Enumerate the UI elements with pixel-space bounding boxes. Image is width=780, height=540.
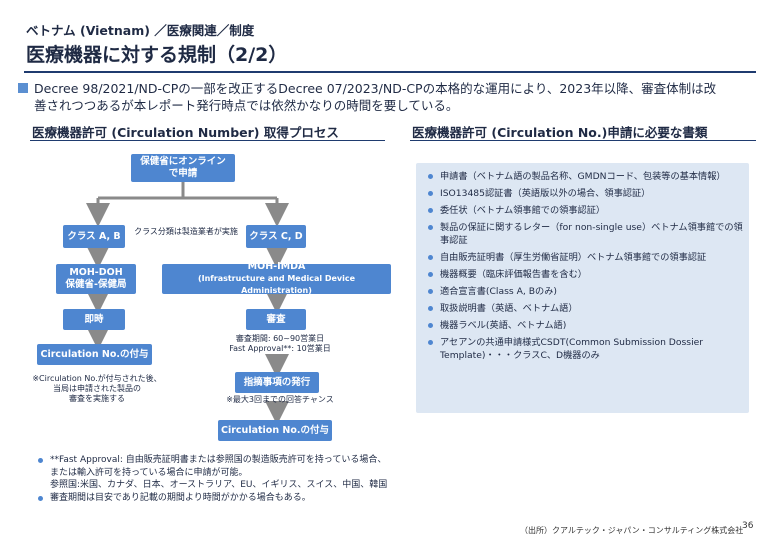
review-label: 審査 [266,313,286,325]
moh-doh-box: MOH-DOH 保健省-保健局 [56,264,136,294]
required-document-text: 機器概要（臨床評価報告書を含む） [440,269,587,280]
required-document-text: 適合宣言書(Class A, Bのみ) [440,286,558,297]
class-ab-label: クラス A, B [67,230,121,242]
intro-line-2: 善されつつあるが本レポート発行時点では依然かなりの時間を要している。 [34,98,459,113]
fast-approval-line-3: 参照国:米国、カナダ、日本、オーストラリア、EU、イギリス、スイス、中国、韓国 [50,480,388,490]
square-bullet-icon [18,83,28,93]
bullet-icon [428,272,433,277]
required-document-item: 機器概要（臨床評価報告書を含む） [426,268,744,281]
required-document-item: 機器ラベル(英語、ベトナム語) [426,319,744,332]
circulation-number-left-box: Circulation No.の付与 [37,344,152,365]
bullet-icon [428,174,433,179]
class-cd-box: クラス C, D [246,225,306,248]
required-document-item: 申請書（ベトナム語の製品名称、GMDNコード、包装等の基本情報） [426,170,744,183]
left-note-line-2: 当局は申請された製品の [53,384,141,393]
intro-line-1: Decree 98/2021/ND-CPの一部を改正するDecree 07/20… [34,81,717,96]
page-number: 36 [742,521,754,531]
bullet-icon [428,225,433,230]
fast-approval-line-2: または輸入許可を持っている場合に申請が可能。 [50,467,248,478]
review-period-disclaimer-text: 審査期間は目安であり記載の期間より時間がかかる場合もある。 [50,492,311,503]
process-heading-rule [30,140,385,141]
footnotes: **Fast Approval: 自由販売証明書または参照国の製造販売許可を持っ… [38,454,428,504]
required-document-item: 委任状（ベトナム領事館での領事認証） [426,204,744,217]
instruction-issue-box: 指摘事項の発行 [235,372,319,393]
circulation-number-right-box: Circulation No.の付与 [218,420,332,441]
bullet-icon [38,458,43,463]
review-period-note: 審査期間: 60~90営業日 Fast Approval**: 10営業日 [205,334,355,354]
online-application-line-1: 保健省にオンライン [140,156,226,167]
required-document-text: 自由販売証明書（厚生労働省証明）ベトナム領事館での領事認証 [440,252,707,263]
review-box: 審査 [246,309,306,330]
title-divider [24,71,756,73]
immediate-label: 即時 [84,313,104,325]
fast-approval-line-1: **Fast Approval: 自由販売証明書または参照国の製造販売許可を持っ… [50,455,387,465]
required-document-item: アセアンの共通申請様式CSDT(Common Submission Dossie… [426,336,744,362]
moh-imda-box: MOH-IMDA (Infrastructure and Medical Dev… [162,261,391,295]
required-document-item: 自由販売証明書（厚生労働省証明）ベトナム領事館での領事認証 [426,251,744,264]
bullet-icon [428,340,433,345]
instruction-note: ※最大3回までの回答チャンス [226,395,334,404]
required-document-text: 取扱説明書（英語、ベトナム語） [440,303,578,314]
online-application-line-2: で申請 [168,168,198,179]
page-title: 医療機器に対する規制（2/2） [26,44,288,66]
circulation-number-left-label: Circulation No.の付与 [40,348,149,360]
process-heading: 医療機器許可 (Circulation Number) 取得プロセス [32,125,339,140]
left-note-line-1: ※Circulation No.が付与された後、 [32,374,162,383]
required-document-text: アセアンの共通申請様式CSDT(Common Submission Dossie… [440,337,704,361]
documents-heading-rule [410,140,756,141]
review-period-disclaimer: 審査期間は目安であり記載の期間より時間がかかる場合もある。 [38,492,428,505]
bullet-icon [428,255,433,260]
required-document-item: ISO13485認証書（英語版以外の場合、領事認証） [426,187,744,200]
review-period-line-1: 審査期間: 60~90営業日 [235,334,325,343]
fast-approval-note: **Fast Approval: 自由販売証明書または参照国の製造販売許可を持っ… [38,454,428,467]
required-document-text: 機器ラベル(英語、ベトナム語) [440,320,567,331]
immediate-box: 即時 [63,309,125,330]
left-note-line-3: 審査を実施する [69,394,125,403]
required-document-text: ISO13485認証書（英語版以外の場合、領事認証） [440,188,651,199]
class-cd-label: クラス C, D [249,230,303,242]
bullet-icon [38,495,43,501]
instruction-issue-label: 指摘事項の発行 [243,376,311,388]
required-document-text: 委任状（ベトナム領事館での領事認証） [440,205,606,216]
bullet-icon [428,323,433,328]
required-document-item: 適合宣言書(Class A, Bのみ) [426,285,744,298]
review-period-line-2: Fast Approval**: 10営業日 [229,344,331,353]
moh-doh-line-2: 保健省-保健局 [65,279,127,290]
online-application-box: 保健省にオンライン で申請 [131,154,235,182]
bullet-icon [428,191,433,196]
required-documents-panel [416,163,749,413]
bullet-icon [428,208,433,213]
class-ab-box: クラス A, B [63,225,125,248]
moh-imda-line-2: (Infrastructure and Medical Device Admin… [197,274,356,295]
circulation-number-right-label: Circulation No.の付与 [221,424,329,436]
moh-doh-line-1: MOH-DOH [69,267,123,278]
bullet-icon [428,289,433,294]
left-post-grant-note: ※Circulation No.が付与された後、 当局は申請された製品の 審査を… [22,374,172,404]
required-document-text: 製品の保証に関するレター（for non-single use）ベトナム領事館で… [440,222,743,246]
required-document-item: 取扱説明書（英語、ベトナム語） [426,302,744,315]
source-note: （出所）クアルテック・ジャパン・コンサルティング株式会社 [520,526,744,535]
intro-paragraph: Decree 98/2021/ND-CPの一部を改正するDecree 07/20… [18,80,763,114]
class-note: クラス分類は製造業者が実施 [134,227,238,236]
moh-imda-line-1: MOH-IMDA [247,261,306,272]
required-document-text: 申請書（ベトナム語の製品名称、GMDNコード、包装等の基本情報） [440,171,726,182]
required-document-item: 製品の保証に関するレター（for non-single use）ベトナム領事館で… [426,221,744,247]
documents-heading: 医療機器許可 (Circulation No.)申請に必要な書類 [412,125,708,140]
breadcrumb: ベトナム (Vietnam) ／医療関連／制度 [26,23,255,38]
bullet-icon [428,306,433,311]
required-documents-list: 申請書（ベトナム語の製品名称、GMDNコード、包装等の基本情報） ISO13485… [426,170,744,366]
